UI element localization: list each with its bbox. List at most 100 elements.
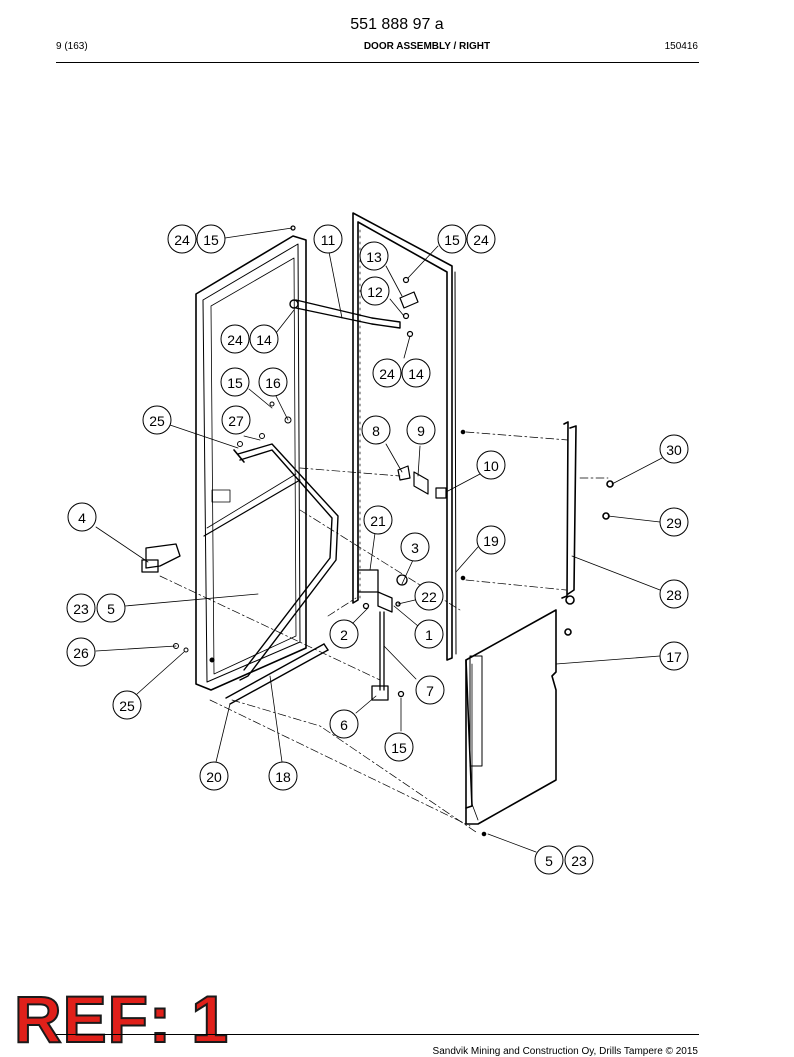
callout-circle xyxy=(220,324,250,354)
callout-number: 29 xyxy=(666,515,682,531)
callout-9: 9 xyxy=(406,415,436,445)
callout-number: 15 xyxy=(444,232,460,248)
callout-number: 25 xyxy=(149,413,165,429)
callout-number: 17 xyxy=(666,649,682,665)
section-title: DOOR ASSEMBLY / RIGHT xyxy=(363,41,491,52)
callout-22: 22 xyxy=(414,581,444,611)
callout-number: 15 xyxy=(391,740,407,756)
callout-number: 15 xyxy=(203,232,219,248)
callout-24: 24 xyxy=(466,224,496,254)
callout-24: 24 xyxy=(372,358,402,388)
callout-circle xyxy=(361,415,391,445)
callout-23: 23 xyxy=(66,593,96,623)
callout-15: 15 xyxy=(196,224,226,254)
callout-number: 28 xyxy=(666,587,682,603)
callout-14: 14 xyxy=(249,324,279,354)
callout-circle xyxy=(476,525,506,555)
callout-5: 5 xyxy=(96,593,126,623)
callout-number: 14 xyxy=(256,332,272,348)
callout-17: 17 xyxy=(659,641,689,671)
callout-circle xyxy=(534,845,564,875)
callout-25: 25 xyxy=(142,405,172,435)
lock-bracket xyxy=(141,543,181,573)
callout-number: 18 xyxy=(275,769,291,785)
callout-circle xyxy=(249,324,279,354)
reference-stamp: REF: 1 xyxy=(13,982,230,1056)
callout-27: 27 xyxy=(221,405,251,435)
callout-circle xyxy=(659,641,689,671)
callout-circle xyxy=(372,358,402,388)
callout-7: 7 xyxy=(415,675,445,705)
callout-number: 27 xyxy=(228,413,244,429)
fasteners xyxy=(173,401,487,837)
callout-number: 25 xyxy=(119,698,135,714)
callout-circle xyxy=(66,637,96,667)
callout-26: 26 xyxy=(66,637,96,667)
callout-24: 24 xyxy=(167,224,197,254)
callout-number: 10 xyxy=(483,458,499,474)
callout-circle xyxy=(329,619,359,649)
callout-circle xyxy=(437,224,467,254)
callout-13: 13 xyxy=(359,241,389,271)
callout-circle xyxy=(220,367,250,397)
callout-circle xyxy=(360,276,390,306)
callout-number: 6 xyxy=(340,717,348,733)
callout-number: 4 xyxy=(78,510,86,526)
callout-25: 25 xyxy=(112,690,142,720)
callout-30: 30 xyxy=(659,434,689,464)
callout-number: 24 xyxy=(379,366,395,382)
callout-number: 23 xyxy=(571,853,587,869)
callout-number: 24 xyxy=(227,332,243,348)
footer-divider xyxy=(56,1034,699,1035)
callout-circle xyxy=(112,690,142,720)
callout-circle xyxy=(67,502,97,532)
callout-circle xyxy=(564,845,594,875)
callout-number: 8 xyxy=(372,423,380,439)
callout-circle xyxy=(359,241,389,271)
callout-14: 14 xyxy=(401,358,431,388)
callout-18: 18 xyxy=(268,761,298,791)
leader-lines xyxy=(95,227,663,853)
callout-number: 5 xyxy=(107,601,115,617)
glass-panel xyxy=(352,212,457,661)
callout-number: 14 xyxy=(408,366,424,382)
callout-8: 8 xyxy=(361,415,391,445)
callout-circle xyxy=(313,224,343,254)
callout-number: 12 xyxy=(367,284,383,300)
callout-circle xyxy=(659,434,689,464)
callout-12: 12 xyxy=(360,276,390,306)
callout-24: 24 xyxy=(220,324,250,354)
callout-circle xyxy=(199,761,229,791)
callout-3: 3 xyxy=(400,532,430,562)
callout-circle xyxy=(406,415,436,445)
callout-number: 26 xyxy=(73,645,89,661)
callout-number: 13 xyxy=(366,249,382,265)
callout-circle xyxy=(196,224,226,254)
page-number: 9 (163) xyxy=(56,41,88,52)
callout-number: 2 xyxy=(340,627,348,643)
grab-handle xyxy=(561,421,614,636)
callout-4: 4 xyxy=(67,502,97,532)
callout-number: 23 xyxy=(73,601,89,617)
callout-5: 5 xyxy=(534,845,564,875)
callout-circle xyxy=(659,579,689,609)
callout-circle xyxy=(384,732,414,762)
callout-21: 21 xyxy=(363,505,393,535)
callout-circle xyxy=(268,761,298,791)
callout-circle xyxy=(329,709,359,739)
callout-number: 7 xyxy=(426,683,434,699)
lock-assembly xyxy=(357,569,408,701)
callout-number: 15 xyxy=(227,375,243,391)
footer-copyright: Sandvik Mining and Construction Oy, Dril… xyxy=(432,1046,698,1057)
callout-circle xyxy=(167,224,197,254)
callout-number: 3 xyxy=(411,540,419,556)
callout-10: 10 xyxy=(476,450,506,480)
callout-number: 16 xyxy=(265,375,281,391)
door-catches xyxy=(397,465,447,499)
callout-number: 30 xyxy=(666,442,682,458)
callout-circle xyxy=(363,505,393,535)
callout-circle xyxy=(414,581,444,611)
callout-number: 24 xyxy=(473,232,489,248)
